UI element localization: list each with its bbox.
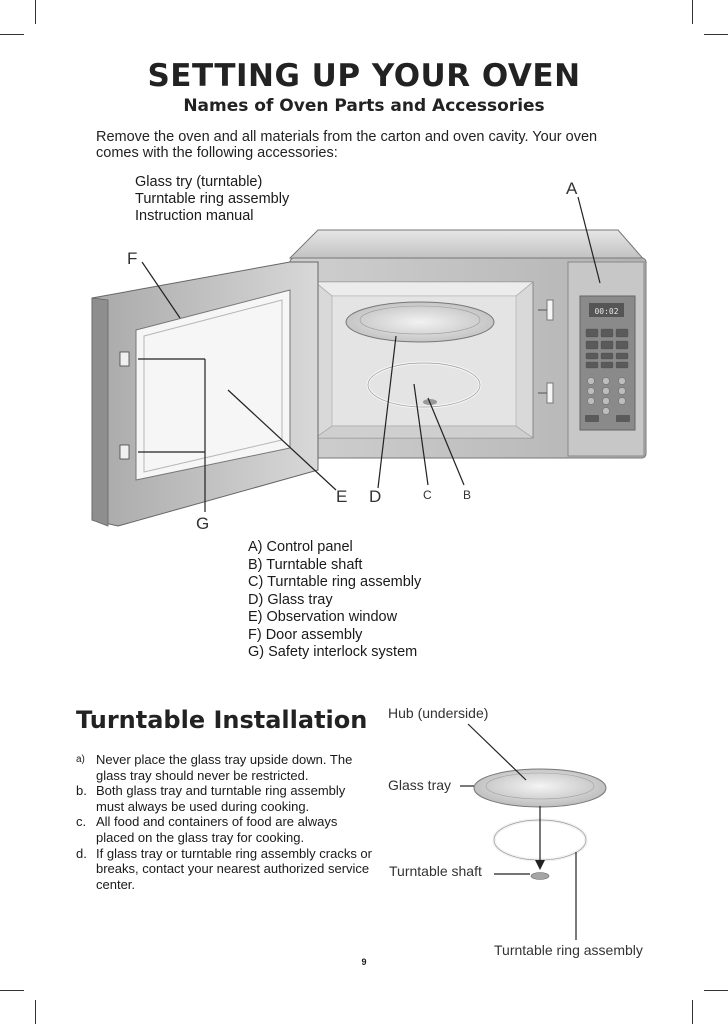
label-hub: Hub (underside) [388,705,489,721]
step-text: Never place the glass tray upside down. … [96,752,353,783]
label-g: G [196,514,210,533]
step-marker: b. [76,783,87,799]
label-turntable-ring: Turntable ring assembly [494,942,643,958]
step-marker: d. [76,845,87,861]
section-heading: Turntable Installation [76,706,368,734]
panel-display [589,303,624,317]
legend-item: A) Control panel [248,539,353,555]
microwave-diagram: 00:02 [91,196,648,527]
step-text: Both glass tray and turntable ring assem… [96,783,346,814]
step-item: c. All food and containers of food are a… [76,814,376,845]
label-e: E [336,487,348,506]
accessories-list: Glass try (turntable) Turntable ring ass… [135,174,289,225]
step-marker: c. [76,814,87,830]
page-subtitle: Names of Oven Parts and Accessories [183,96,545,116]
step-marker: a) [76,754,85,765]
label-c: C [423,488,432,502]
keypad [587,377,626,415]
crop-mark [0,34,24,35]
step-text: If glass tray or turntable ring assembly… [96,845,372,892]
crop-mark [704,990,728,991]
crop-mark [35,0,36,24]
label-turntable-shaft: Turntable shaft [389,863,482,879]
label-d: D [369,487,382,506]
legend-item: E) Observation window [248,609,398,625]
glass-tray-exploded [473,768,607,808]
interlock-hook [119,444,130,460]
accessory-item: Turntable ring assembly [135,191,290,207]
crop-mark [692,0,693,24]
intro-paragraph: Remove the oven and all materials from t… [96,129,598,161]
page-number: 9 [361,957,367,967]
label-glass-tray: Glass tray [388,777,452,793]
label-a: A [566,179,578,198]
glass-tray-drawing [345,301,495,343]
crop-mark [35,1000,36,1024]
interlock-hook [119,351,130,367]
accessory-item: Glass try (turntable) [135,174,263,190]
legend-item: D) Glass tray [248,591,333,608]
label-f: F [127,249,138,268]
installation-steps: a) Never place the glass tray upside dow… [76,752,376,892]
panel-display-text: 00:02 [594,307,618,316]
step-item: b. Both glass tray and turntable ring as… [76,783,376,814]
step-item: d. If glass tray or turntable ring assem… [76,846,376,893]
crop-mark [0,990,24,991]
page-title: SETTING UP YOUR OVEN [147,58,581,94]
panel-buttons [585,328,629,369]
legend-item: C) Turntable ring assembly [248,574,422,590]
step-item: a) Never place the glass tray upside dow… [76,752,376,783]
legend-item: F) Door assembly [248,626,363,643]
accessory-item: Instruction manual [135,208,254,224]
crop-mark [692,1000,693,1024]
legend-item: G) Safety interlock system [248,644,418,660]
legend-item: B) Turntable shaft [248,556,363,573]
parts-legend: A) Control panel B) Turntable shaft C) T… [248,539,421,662]
turntable-shaft-exploded [530,872,550,880]
step-text: All food and containers of food are alwa… [96,814,338,845]
label-b: B [463,488,472,502]
crop-mark [704,34,728,35]
